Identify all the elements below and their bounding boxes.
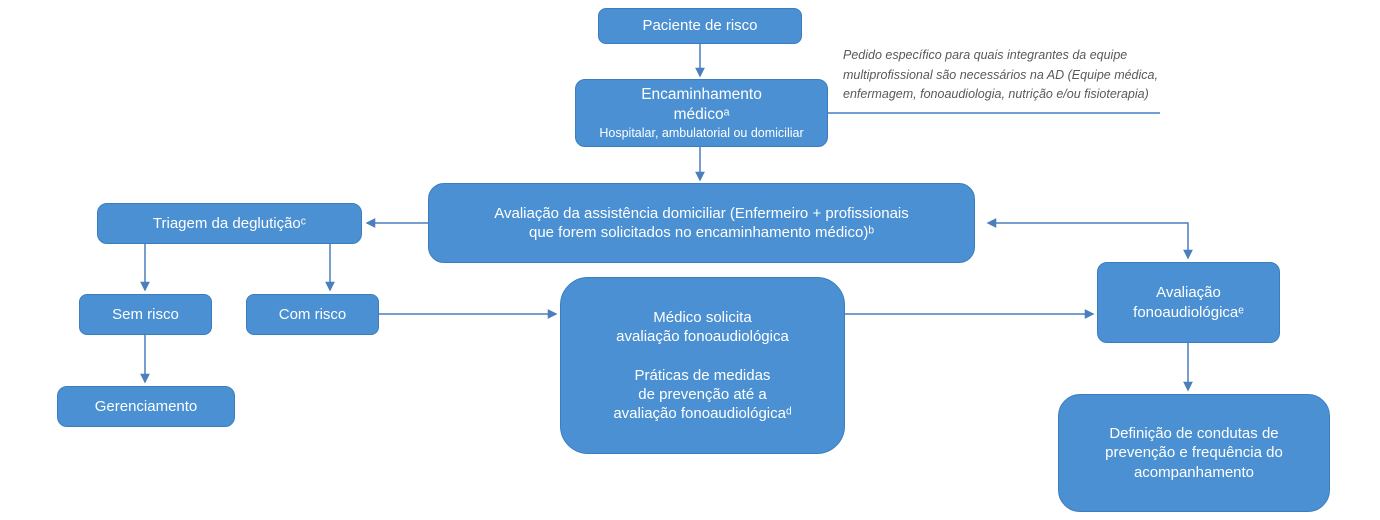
- node-medico-solicita-label: Médico solicita avaliação fonoaudiológic…: [613, 308, 792, 422]
- node-paciente-de-risco-label: Paciente de risco: [642, 17, 758, 35]
- node-gerenciamento-label: Gerenciamento: [94, 397, 198, 415]
- node-definicao-de-condutas: Definição de condutas de prevenção e fre…: [1058, 394, 1330, 512]
- node-triagem-label: Triagem da deglutiçãoᶜ: [152, 214, 307, 232]
- node-gerenciamento: Gerenciamento: [57, 386, 235, 427]
- node-medico-solicita-avaliacao: Médico solicita avaliação fonoaudiológic…: [560, 277, 845, 454]
- node-avaliacao-assistencia-domiciliar-label: Avaliação da assistência domiciliar (Enf…: [494, 204, 909, 241]
- node-sem-risco-label: Sem risco: [112, 305, 179, 323]
- annotation-pedido-especifico: Pedido específico para quais integrantes…: [843, 48, 1158, 101]
- node-com-risco-label: Com risco: [278, 305, 347, 323]
- node-avaliacao-fonoaudiologica-label: Avaliação fonoaudiológicaᵉ: [1133, 284, 1244, 321]
- node-encaminhamento-medico-subtitle: Hospitalar, ambulatorial ou domiciliar: [599, 126, 804, 141]
- connector-avaliacao-ad-avaliacao-fono: [986, 218, 1193, 260]
- node-encaminhamento-medico-title: Encaminhamento médicoᵃ: [641, 85, 762, 123]
- node-com-risco: Com risco: [246, 294, 379, 335]
- node-avaliacao-fonoaudiologica: Avaliação fonoaudiológicaᵉ: [1097, 262, 1280, 343]
- node-sem-risco: Sem risco: [79, 294, 212, 335]
- node-paciente-de-risco: Paciente de risco: [598, 8, 802, 44]
- node-encaminhamento-medico: Encaminhamento médicoᵃ Hospitalar, ambul…: [575, 79, 828, 147]
- node-definicao-de-condutas-label: Definição de condutas de prevenção e fre…: [1105, 425, 1283, 481]
- node-triagem-da-deglutição: Triagem da deglutiçãoᶜ: [97, 203, 362, 244]
- node-avaliacao-assistencia-domiciliar: Avaliação da assistência domiciliar (Enf…: [428, 183, 975, 263]
